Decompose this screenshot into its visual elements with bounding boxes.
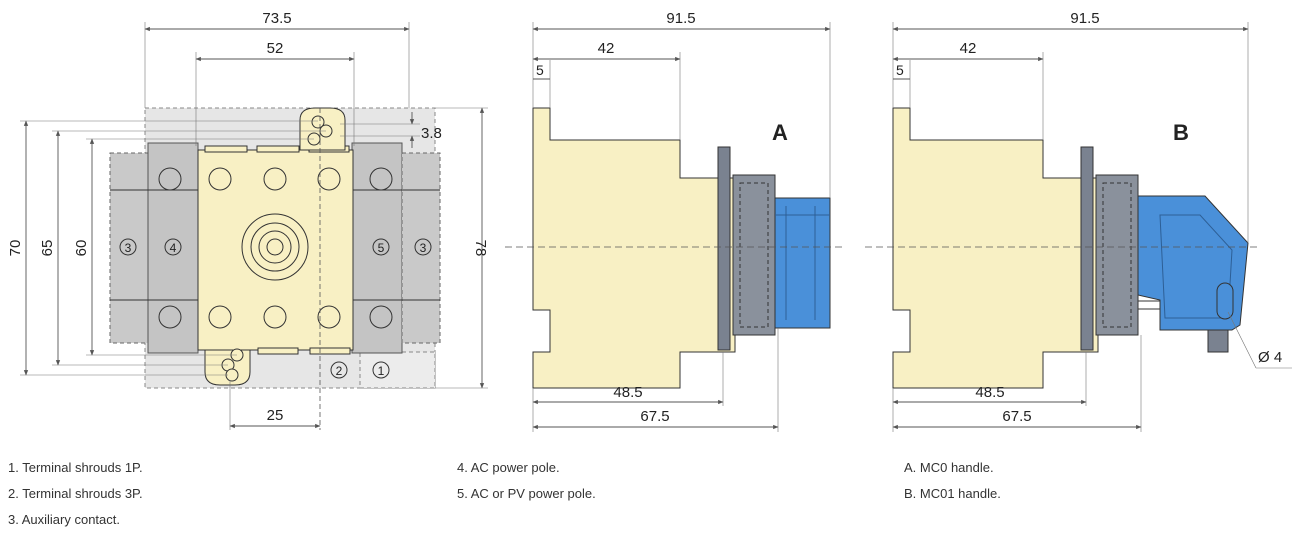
screw <box>317 167 341 191</box>
dim-73-5: 73.5 <box>262 10 291 27</box>
dim-78: 78 <box>472 240 489 257</box>
handle-mc0 <box>774 197 831 329</box>
dim-5: 5 <box>896 62 904 78</box>
legend-col-2: 4. AC power pole. 5. AC or PV power pole… <box>457 455 596 507</box>
terminal-tab <box>204 145 248 153</box>
side-view-b: B 91.5 42 5 48.5 67.5 Ø 4 <box>865 10 1292 432</box>
marker-5: 5 <box>372 238 390 256</box>
dim-70: 70 <box>7 240 24 257</box>
marker-3-right: 3 <box>414 238 432 256</box>
legend-item: 1. Terminal shrouds 1P. <box>8 460 143 475</box>
dim-67-5: 67.5 <box>1002 408 1031 425</box>
side-view-a: A 91.5 42 5 48.5 67.5 <box>505 10 845 432</box>
body-profile <box>532 107 736 389</box>
svg-text:3: 3 <box>420 241 427 255</box>
dim-42: 42 <box>960 40 977 57</box>
body-profile <box>892 107 1099 389</box>
legend-item: A. MC0 handle. <box>904 460 994 475</box>
dim-52: 52 <box>267 40 284 57</box>
screw <box>158 305 182 329</box>
dim-48-5: 48.5 <box>975 384 1004 401</box>
svg-text:2: 2 <box>336 364 343 378</box>
dim-25: 25 <box>267 407 284 424</box>
front-view: 3 4 5 3 2 1 73.5 52 3.8 70 65 60 <box>7 10 489 430</box>
dim-91-5: 91.5 <box>1070 10 1099 27</box>
screw <box>208 167 232 191</box>
view-letter-b: B <box>1173 120 1189 145</box>
legend-col-3: A. MC0 handle. B. MC01 handle. <box>904 455 1001 507</box>
shroud-outline-1p <box>359 351 436 389</box>
dim-3-8: 3.8 <box>421 125 442 142</box>
handle-foot <box>1207 329 1229 353</box>
marker-1: 1 <box>372 361 390 379</box>
svg-text:3: 3 <box>125 241 132 255</box>
dim-67-5: 67.5 <box>640 408 669 425</box>
mounting-frame <box>732 174 776 336</box>
dim-5: 5 <box>536 62 544 78</box>
svg-text:5: 5 <box>378 241 385 255</box>
legend-item: 2. Terminal shrouds 3P. <box>8 486 143 501</box>
legend-item: 3. Auxiliary contact. <box>8 512 120 527</box>
mounting-frame <box>1095 174 1139 336</box>
svg-text:4: 4 <box>170 241 177 255</box>
dim-42: 42 <box>598 40 615 57</box>
dim-60: 60 <box>73 240 90 257</box>
screw <box>208 305 232 329</box>
technical-drawing: 3 4 5 3 2 1 73.5 52 3.8 70 65 60 <box>7 10 1292 432</box>
dim-91-5: 91.5 <box>666 10 695 27</box>
terminal-tab <box>256 145 300 153</box>
dim-48-5: 48.5 <box>613 384 642 401</box>
screw <box>263 305 287 329</box>
screw <box>263 167 287 191</box>
screw <box>158 167 182 191</box>
screw <box>369 167 393 191</box>
screw <box>317 305 341 329</box>
screw <box>369 305 393 329</box>
svg-text:1: 1 <box>378 364 385 378</box>
legend-item: 4. AC power pole. <box>457 460 560 475</box>
terminal-tab <box>257 347 299 355</box>
mounting-plate <box>1080 146 1094 351</box>
dim-65: 65 <box>39 240 56 257</box>
dim-diameter: Ø 4 <box>1258 349 1282 366</box>
marker-4: 4 <box>164 238 182 256</box>
lock-hole <box>1216 282 1234 320</box>
legend-item: 5. AC or PV power pole. <box>457 486 596 501</box>
marker-3-left: 3 <box>119 238 137 256</box>
terminal-tab <box>309 347 351 355</box>
legend-col-1: 1. Terminal shrouds 1P. 2. Terminal shro… <box>8 455 143 533</box>
legend-item: B. MC01 handle. <box>904 486 1001 501</box>
aux-contact-right <box>401 152 441 344</box>
marker-2: 2 <box>330 361 348 379</box>
aux-contact-left <box>109 152 149 344</box>
view-letter-a: A <box>772 120 788 145</box>
mounting-plate <box>717 146 731 351</box>
